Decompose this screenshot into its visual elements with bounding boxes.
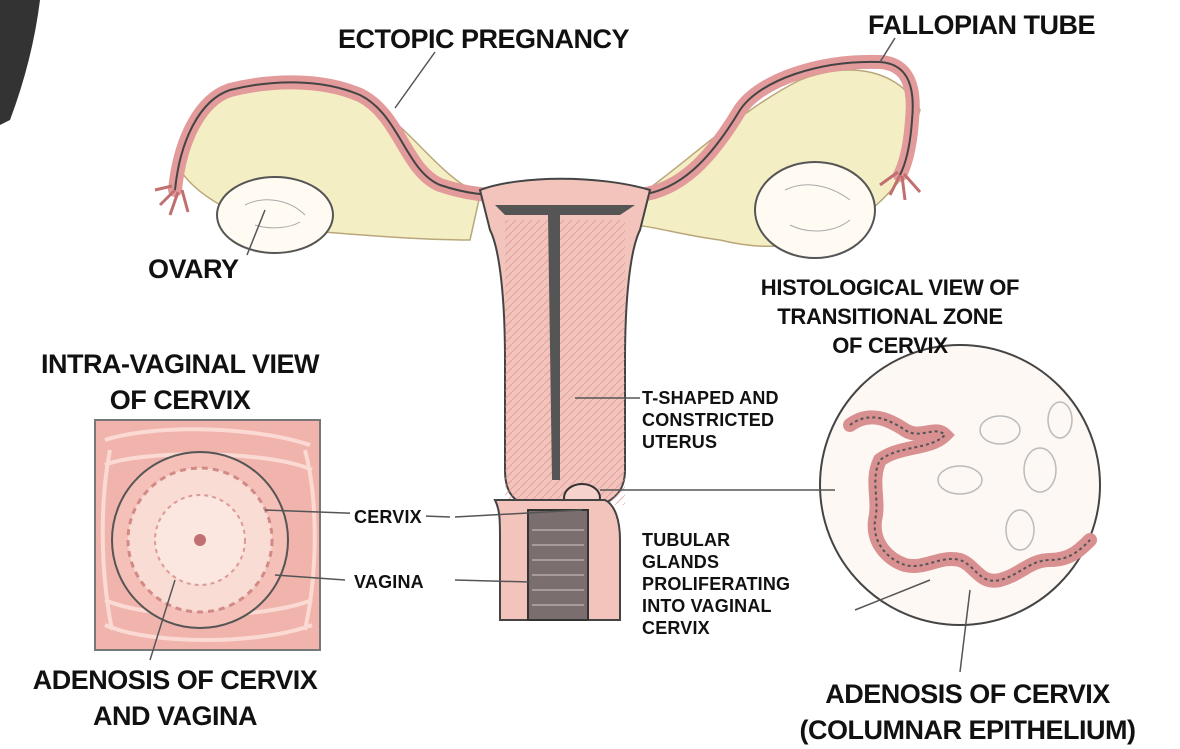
label-adenosis-columnar: ADENOSIS OF CERVIX (COLUMNAR EPITHELIUM) [760, 676, 1175, 749]
histology-circle [820, 345, 1100, 625]
label-adenosis-cv-line-2: AND VAGINA [0, 698, 350, 734]
label-t-shaped-line-2: CONSTRICTED [642, 410, 779, 432]
label-cervix: CERVIX [350, 507, 426, 529]
label-tubular-line-2: GLANDS [642, 552, 790, 574]
right-ovary [755, 162, 875, 258]
label-t-shaped-line-1: T-SHAPED AND [642, 388, 779, 410]
cervical-os [194, 534, 206, 546]
label-intra-vaginal-view: INTRA-VAGINAL VIEW OF CERVIX [10, 346, 350, 419]
label-histological-view: HISTOLOGICAL VIEW OF TRANSITIONAL ZONE O… [700, 273, 1080, 360]
label-vagina: VAGINA [350, 572, 428, 594]
label-tubular-line-1: TUBULAR [642, 530, 790, 552]
label-tubular-line-3: PROLIFERATING [642, 574, 790, 596]
label-adenosis-col-line-2: (COLUMNAR EPITHELIUM) [760, 712, 1175, 748]
label-intra-vaginal-line-1: INTRA-VAGINAL VIEW [10, 346, 350, 382]
label-ectopic-pregnancy: ECTOPIC PREGNANCY [338, 26, 629, 53]
label-adenosis-col-line-1: ADENOSIS OF CERVIX [760, 676, 1175, 712]
label-tubular-glands: TUBULAR GLANDS PROLIFERATING INTO VAGINA… [642, 530, 790, 640]
label-intra-vaginal-line-2: OF CERVIX [10, 382, 350, 418]
left-ovary [217, 177, 333, 253]
vagina-canal [528, 510, 588, 620]
label-histological-line-3: OF CERVIX [700, 331, 1080, 360]
corner-shadow [0, 0, 40, 125]
label-tubular-line-5: CERVIX [642, 618, 790, 640]
label-histological-line-2: TRANSITIONAL ZONE [700, 302, 1080, 331]
label-adenosis-cv-line-1: ADENOSIS OF CERVIX [0, 662, 350, 698]
label-ovary: OVARY [148, 256, 239, 283]
label-fallopian-tube: FALLOPIAN TUBE [868, 12, 1095, 39]
label-t-shaped-line-3: UTERUS [642, 432, 779, 454]
label-adenosis-cervix-vagina: ADENOSIS OF CERVIX AND VAGINA [0, 662, 350, 735]
label-tubular-line-4: INTO VAGINAL [642, 596, 790, 618]
label-t-shaped-uterus: T-SHAPED AND CONSTRICTED UTERUS [642, 388, 779, 454]
label-histological-line-1: HISTOLOGICAL VIEW OF [700, 273, 1080, 302]
